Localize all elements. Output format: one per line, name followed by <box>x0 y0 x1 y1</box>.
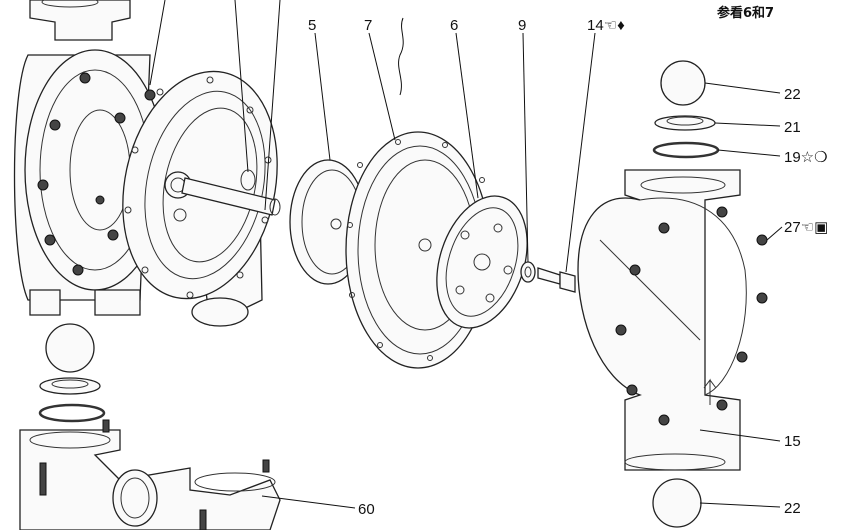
part-60-manifold <box>19 419 281 530</box>
leader-lines <box>149 0 783 509</box>
callout-9: 9 <box>518 17 526 34</box>
part-19-o-ring <box>652 141 720 159</box>
part-22-ball-top <box>660 60 706 106</box>
chamber-bolts <box>615 206 768 426</box>
callout-19: 19☆❍ <box>784 149 828 166</box>
part-22-ball-bottom <box>652 478 702 528</box>
callout-14: 14☜♦ <box>587 17 625 34</box>
note-see-6-and-7: 参看6和7 <box>717 5 774 21</box>
callout-21: 21 <box>784 119 801 136</box>
callout-27: 27☜▣ <box>784 219 828 236</box>
part-9-washer <box>520 261 536 283</box>
part-6-outer-plate <box>436 195 528 329</box>
callout-7: 7 <box>364 17 372 34</box>
callout-5: 5 <box>308 17 316 34</box>
part-14-bolt <box>537 267 576 293</box>
callout-15: 15 <box>784 433 801 450</box>
callout-22-top: 22 <box>784 86 801 103</box>
housing-bolts <box>37 72 156 276</box>
part-21-seat <box>654 115 716 131</box>
part-15-fluid-chamber <box>577 169 747 471</box>
callout-22-bottom: 22 <box>784 500 801 517</box>
callout-6: 6 <box>450 17 458 34</box>
callout-60: 60 <box>358 501 375 518</box>
left-bottom-valve-parts <box>38 323 106 423</box>
air-chamber-flange <box>122 70 281 300</box>
